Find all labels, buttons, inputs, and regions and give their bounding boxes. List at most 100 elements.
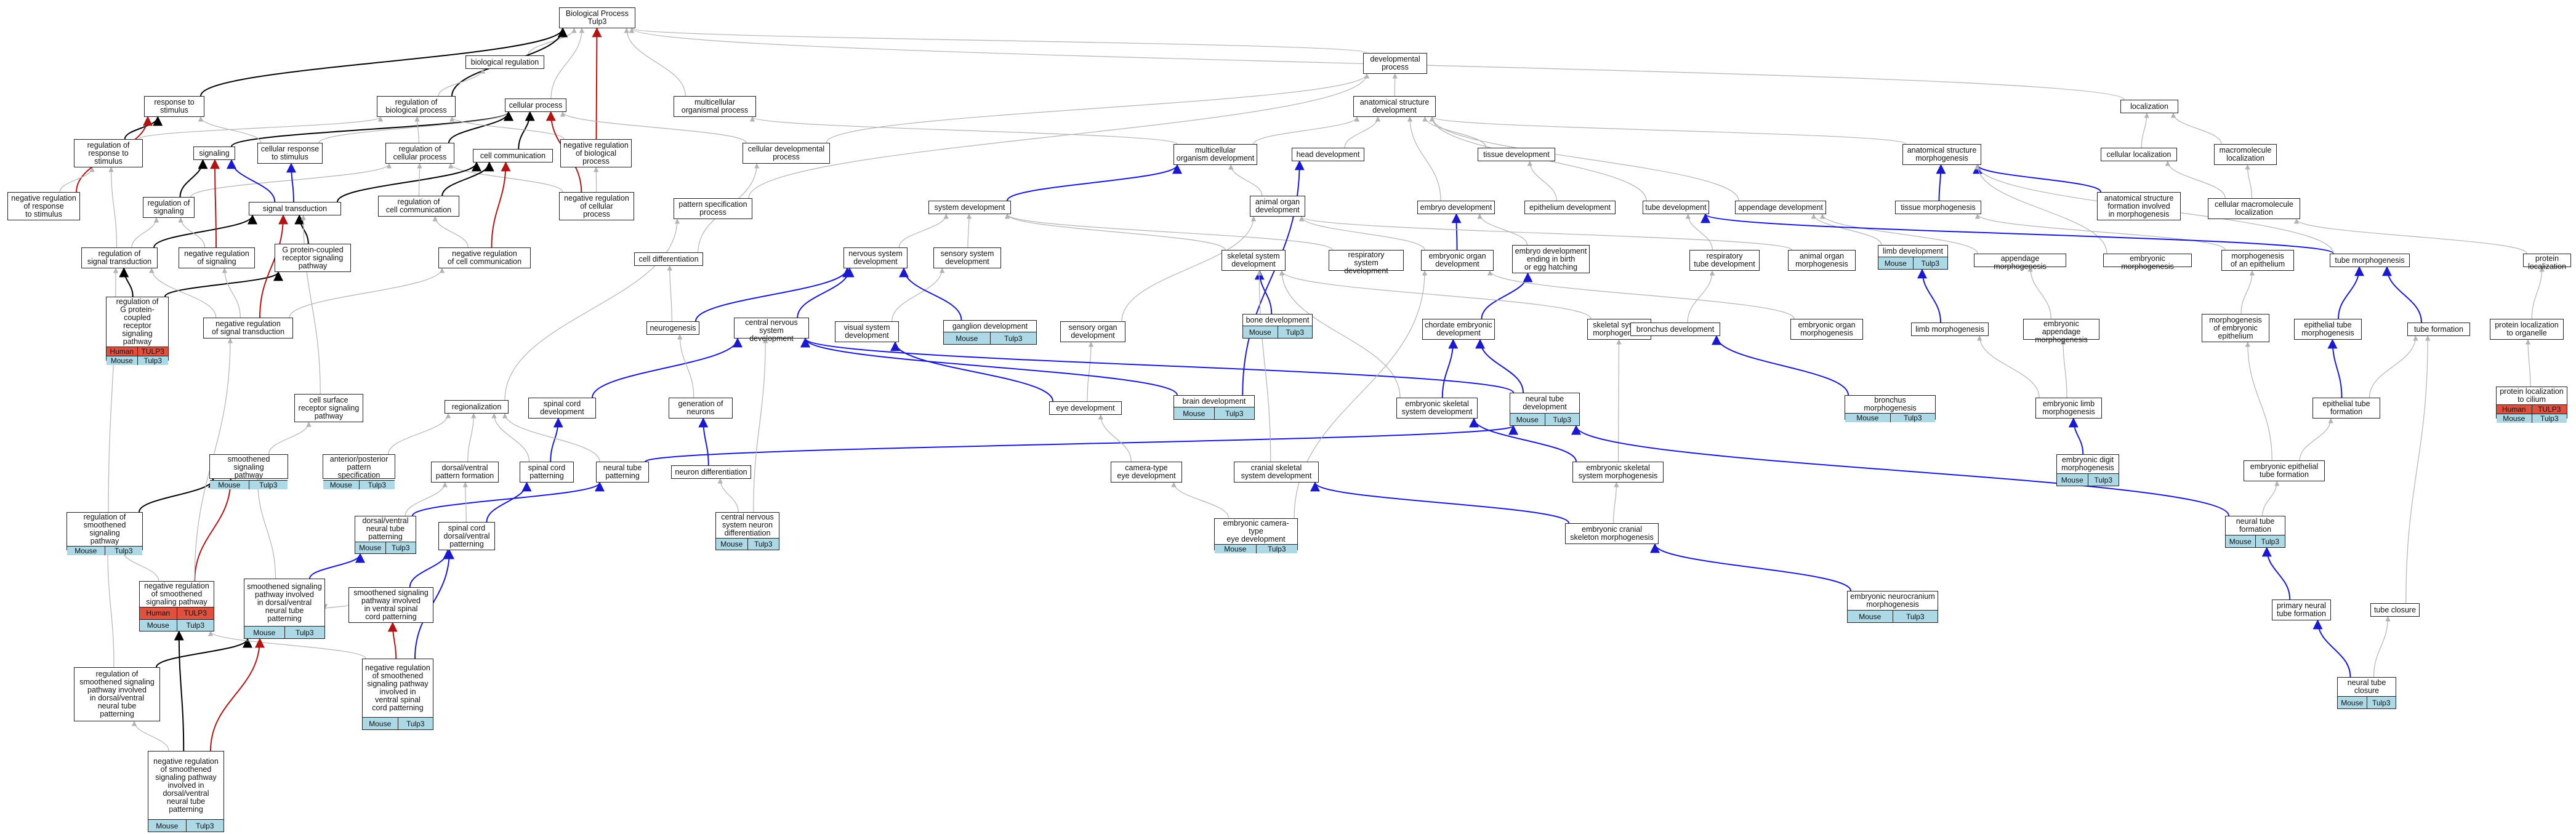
- go-term-scdvpat[interactable]: spinal cord dorsal/ventral patterning: [438, 522, 495, 550]
- go-term-tubemorph[interactable]: tube morphogenesis: [2330, 254, 2410, 267]
- go-term-celllocal[interactable]: cellular localization: [2101, 148, 2177, 161]
- go-term-cnsdev[interactable]: central nervous system development: [734, 318, 809, 343]
- go-term-anatformmorph[interactable]: anatomical structure formation involved …: [2097, 192, 2181, 220]
- go-term-embskeldev[interactable]: embryonic skeletal system development: [1396, 398, 1478, 419]
- go-term-visdev[interactable]: visual system development: [835, 321, 899, 342]
- go-term-genneur[interactable]: generation of neurons: [669, 398, 733, 419]
- go-term-biolreg[interactable]: biological regulation: [465, 55, 544, 69]
- go-term-headdev[interactable]: head development: [1292, 148, 1364, 161]
- go-term-negregshhdvnt[interactable]: negative regulation of smoothened signal…: [148, 751, 224, 832]
- go-term-appmorph[interactable]: appendage morphogenesis: [1974, 254, 2066, 271]
- go-term-regsigtrans[interactable]: regulation of signal transduction: [81, 247, 158, 268]
- go-term-shhvsc[interactable]: smoothened signaling pathway involved in…: [348, 587, 433, 623]
- go-term-regionalization[interactable]: regionalization: [445, 400, 509, 414]
- go-term-sysdev[interactable]: system development: [928, 201, 1011, 214]
- go-term-shhdvnt[interactable]: smoothened signaling pathway involved in…: [244, 579, 325, 639]
- go-term-apspec[interactable]: anterior/posterior pattern specification…: [323, 454, 395, 489]
- go-term-embhatch[interactable]: embryo development ending in birth or eg…: [1512, 245, 1590, 273]
- go-term-sensdev[interactable]: sensory system development: [933, 247, 1001, 268]
- go-term-regshh[interactable]: regulation of smoothened signaling pathw…: [66, 512, 143, 555]
- go-term-limbmorph[interactable]: limb morphogenesis: [1911, 323, 1989, 336]
- go-term-devproc[interactable]: developmental process: [1363, 53, 1427, 74]
- go-term-regcellproc[interactable]: regulation of cellular process: [385, 143, 454, 164]
- go-term-cellresp[interactable]: cellular response to stimulus: [257, 143, 323, 164]
- go-term-anatdev[interactable]: anatomical structure development: [1353, 96, 1436, 117]
- go-term-epitubemorph[interactable]: epithelial tube morphogenesis: [2294, 319, 2362, 340]
- go-term-embappmorph[interactable]: embryonic appendage morphogenesis: [2023, 319, 2099, 344]
- go-term-regbp[interactable]: regulation of biological process: [377, 96, 456, 117]
- go-term-neurogenesis[interactable]: neurogenesis: [646, 321, 699, 335]
- go-term-embskelmorph[interactable]: embryonic skeletal system morphogenesis: [1572, 462, 1664, 483]
- go-term-dvform[interactable]: dorsal/ventral pattern formation: [431, 462, 499, 483]
- go-term-appdev[interactable]: appendage development: [1735, 201, 1826, 214]
- go-term-epidev[interactable]: epithelium development: [1524, 201, 1616, 214]
- go-term-animorgmorph[interactable]: animal organ morphogenesis: [1788, 250, 1856, 271]
- go-term-bronchdev[interactable]: bronchus development: [1630, 323, 1720, 336]
- go-term-tissuedev[interactable]: tissue development: [1478, 148, 1555, 161]
- go-term-cellsurf[interactable]: cell surface receptor signaling pathway: [294, 394, 363, 422]
- go-term-multiorg[interactable]: multicellular organismal process: [674, 96, 756, 117]
- go-term-cnsneurdiff[interactable]: central nervous system neuron differenti…: [715, 512, 779, 550]
- go-term-gpcrsig[interactable]: G protein-coupled receptor signaling pat…: [275, 244, 351, 272]
- go-term-bp[interactable]: Biological Process Tulp3: [559, 7, 635, 28]
- go-term-neurdiff[interactable]: neuron differentiation: [671, 465, 751, 479]
- go-term-morphembepi[interactable]: morphogenesis of embryonic epithelium: [2202, 314, 2269, 342]
- go-term-negregsigtrans[interactable]: negative regulation of signal transducti…: [203, 318, 293, 339]
- go-term-embmorph[interactable]: embryonic morphogenesis: [2103, 254, 2192, 271]
- go-term-scpat[interactable]: spinal cord patterning: [520, 462, 574, 483]
- go-term-regGpcr[interactable]: regulation of G protein-coupled receptor…: [106, 297, 169, 365]
- go-term-celldevproc[interactable]: cellular developmental process: [743, 143, 830, 164]
- go-term-negregcellcomm[interactable]: negative regulation of cell communicatio…: [438, 247, 531, 268]
- go-term-cellproc[interactable]: cellular process: [505, 98, 566, 112]
- go-term-multiorgdev[interactable]: multicellular organism development: [1173, 144, 1257, 165]
- go-term-epitubeform[interactable]: epithelial tube formation: [2312, 398, 2380, 419]
- go-term-tubedev[interactable]: tube development: [1643, 201, 1709, 214]
- go-term-respdev[interactable]: respiratory system development: [1329, 250, 1404, 275]
- go-term-celldiff[interactable]: cell differentiation: [634, 252, 703, 266]
- go-term-cranskel[interactable]: cranial skeletal system development: [1234, 462, 1319, 483]
- go-term-negregbp[interactable]: negative regulation of biological proces…: [560, 139, 632, 167]
- go-term-resp[interactable]: response to stimulus: [144, 96, 204, 117]
- go-term-embepitube[interactable]: embryonic epithelial tube formation: [2244, 460, 2325, 481]
- go-term-animorgdev[interactable]: animal organ development: [1250, 196, 1305, 217]
- go-term-chorddev[interactable]: chordate embryonic development: [1422, 319, 1495, 340]
- go-term-resptubedev[interactable]: respiratory tube development: [1689, 250, 1760, 271]
- go-term-signaling[interactable]: signaling: [193, 146, 235, 160]
- go-term-negregsig[interactable]: negative regulation of signaling: [179, 247, 255, 268]
- go-term-ntpat[interactable]: neural tube patterning: [596, 462, 649, 483]
- go-term-emborgmorph[interactable]: embryonic organ morphogenesis: [1790, 319, 1863, 340]
- go-term-cellmacrolocal[interactable]: cellular macromolecule localization: [2208, 198, 2300, 219]
- go-term-morphepi[interactable]: morphogenesis of an epithelium: [2221, 250, 2294, 271]
- go-term-negregshh[interactable]: negative regulation of smoothened signal…: [139, 581, 214, 632]
- go-term-negregshhvsc[interactable]: negative regulation of smoothened signal…: [362, 659, 433, 730]
- go-term-sensorgdev[interactable]: sensory organ development: [1060, 321, 1125, 342]
- go-term-eyedev[interactable]: eye development: [1049, 401, 1122, 415]
- go-term-regsig[interactable]: regulation of signaling: [143, 197, 195, 218]
- go-term-primnt[interactable]: primary neural tube formation: [2272, 599, 2331, 620]
- go-term-emblimbmorph[interactable]: embryonic limb morphogenesis: [2035, 398, 2102, 419]
- go-term-spinaldev[interactable]: spinal cord development: [528, 398, 596, 419]
- go-term-camdev[interactable]: camera-type eye development: [1111, 462, 1182, 483]
- go-term-patspec[interactable]: pattern specification process: [674, 198, 752, 219]
- go-term-negregresp[interactable]: negative regulation of response to stimu…: [7, 192, 80, 220]
- go-term-anatmorph[interactable]: anatomical structure morphogenesis: [1902, 144, 1981, 165]
- go-term-embcranskel[interactable]: embryonic cranial skeleton morphogenesis: [1565, 523, 1659, 544]
- go-term-nsdev[interactable]: nervous system development: [843, 247, 908, 268]
- go-term-emborgdev[interactable]: embryonic organ development: [1421, 250, 1494, 271]
- go-term-regshhdvnt[interactable]: regulation of smoothened signaling pathw…: [74, 667, 160, 721]
- go-term-tubeform[interactable]: tube formation: [2407, 323, 2470, 336]
